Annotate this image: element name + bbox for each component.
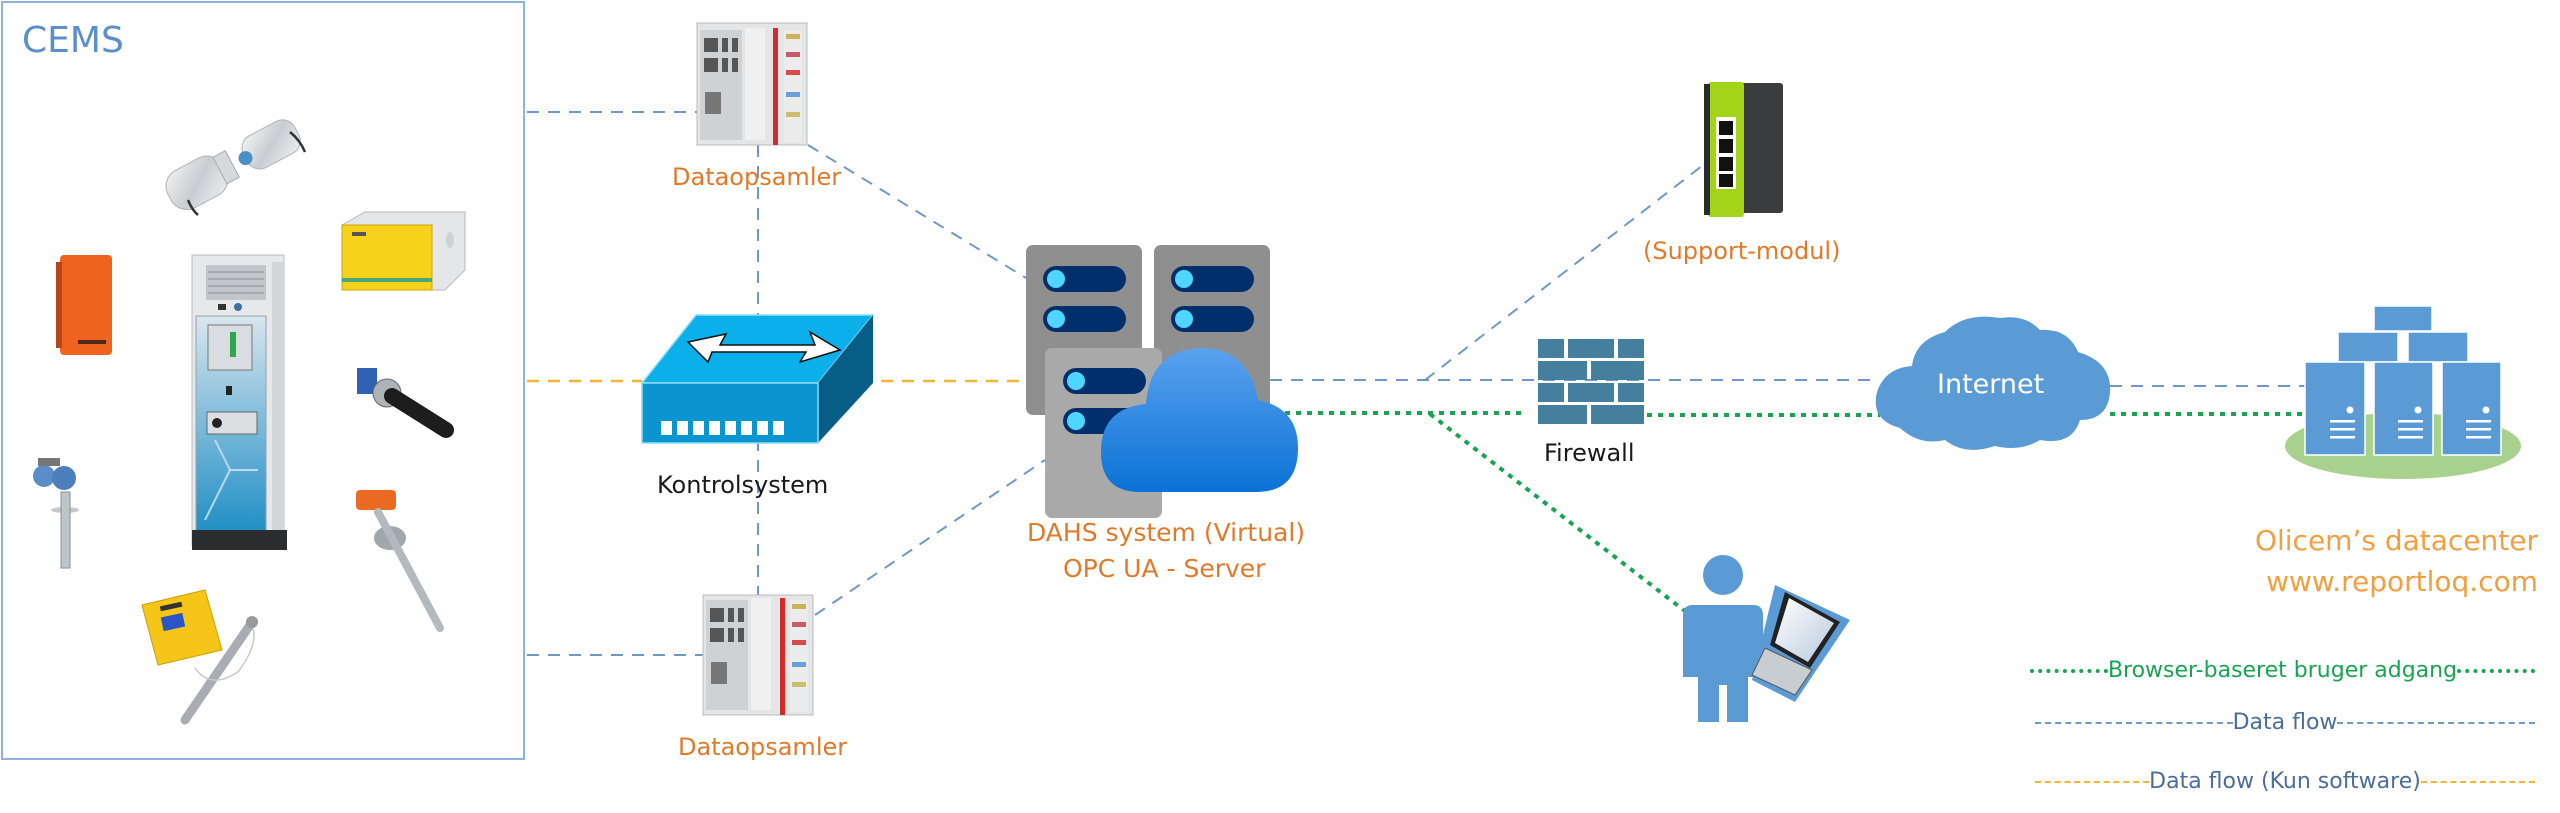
pressure-transmitter-probe-icon[interactable] <box>33 458 79 569</box>
legend-data-flow: Data flow <box>2035 710 2535 735</box>
user-with-laptop-icon[interactable] <box>1683 555 1850 722</box>
firewall-icon[interactable] <box>1538 339 1644 424</box>
flow-probe-icon[interactable] <box>356 490 444 632</box>
cems-group-box <box>1 1 525 760</box>
internet-label: Internet <box>1937 369 2045 400</box>
dust-probe-icon[interactable] <box>357 368 454 438</box>
legend-blue-dashed-line-left <box>2035 721 2233 724</box>
dahs-server-cloud-icon[interactable] <box>1026 245 1298 518</box>
orange-analyzer-box-icon[interactable] <box>56 255 112 355</box>
support-modul-label: (Support-modul) <box>1643 237 1841 265</box>
opacity-monitor-icon[interactable] <box>160 115 307 216</box>
dataopsamler-bottom-icon[interactable] <box>702 594 814 716</box>
datacenter-label-line1: Olicem’s datacenter <box>2254 524 2538 557</box>
legend-software-flow: Data flow (Kun software) <box>2035 769 2535 794</box>
firewall-label: Firewall <box>1544 439 1635 467</box>
virtual-cloud-icon <box>1100 348 1298 492</box>
flow-dataopsamler-bottom-to-dahs <box>814 459 1046 616</box>
network-switch-icon[interactable] <box>640 314 875 444</box>
dataopsamler-bottom-label: Dataopsamler <box>678 733 848 761</box>
bidirectional-arrow-icon <box>686 330 842 364</box>
connections <box>527 111 2305 656</box>
dahs-label-line2: OPC UA - Server <box>1063 554 1266 583</box>
support-module-router-icon[interactable] <box>1704 82 1783 217</box>
legend-yellow-dashed-line-right <box>2420 780 2535 783</box>
legend-data-flow-label: Data flow <box>2232 710 2338 735</box>
legend-green-dotted-line-right <box>2457 668 2536 673</box>
legend-software-flow-label: Data flow (Kun software) <box>2149 769 2421 794</box>
datacenter-label-line2: www.reportloq.com <box>2266 565 2538 598</box>
flow-dataopsamler-top-to-dahs <box>807 144 1027 279</box>
legend-browser-access: Browser-baseret bruger adgang <box>2030 658 2536 683</box>
analyzer-cabinet-icon[interactable] <box>191 254 287 550</box>
yellow-rack-analyzer-icon[interactable] <box>341 211 466 291</box>
cems-devices <box>33 115 466 725</box>
kontrolsystem-label: Kontrolsystem <box>657 471 829 499</box>
datacenter-servers-icon[interactable] <box>2285 305 2521 479</box>
dataopsamler-top-icon[interactable] <box>696 22 808 146</box>
flow-branch-to-support-modul <box>1424 161 1708 381</box>
legend-blue-dashed-line-right <box>2337 721 2535 724</box>
browser-access-branch-to-user <box>1428 412 1727 644</box>
legend-green-dotted-line-left <box>2030 668 2108 673</box>
dataopsamler-top-label: Dataopsamler <box>672 163 842 191</box>
dahs-label-line1: DAHS system (Virtual) <box>1027 518 1306 547</box>
legend-browser-access-label: Browser-baseret bruger adgang <box>2107 658 2458 683</box>
legend-yellow-dashed-line-left <box>2035 780 2150 783</box>
internet-cloud-icon[interactable] <box>1875 316 2111 450</box>
yellow-analyzer-with-probe-icon[interactable] <box>141 589 258 725</box>
cems-title: CEMS <box>22 20 124 61</box>
